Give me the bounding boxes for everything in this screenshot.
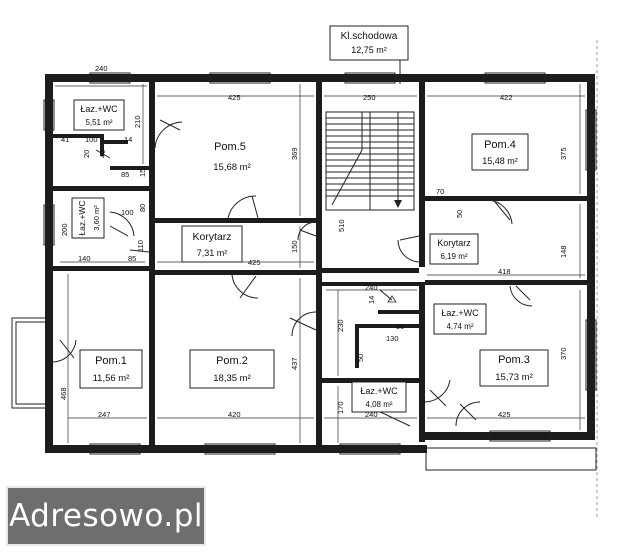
balcony-left-rail bbox=[15, 321, 49, 405]
dim-370: 370 bbox=[559, 347, 568, 360]
stair-name: Kl.schodowa bbox=[341, 31, 398, 42]
dim-247: 247 bbox=[98, 410, 111, 419]
dim-14a: 14 bbox=[124, 135, 132, 144]
room-kor2: Korytarz 6,19 m² bbox=[429, 233, 479, 265]
room-pom2-area: 18,35 m² bbox=[213, 373, 251, 384]
dim-100b: 100 bbox=[121, 208, 134, 217]
room-pom5: Pom.5 15,68 m² bbox=[213, 141, 251, 173]
room-laz4-name: Łaz.+WC bbox=[360, 386, 398, 396]
balcony-right bbox=[425, 447, 597, 471]
stair-label: Kl.schodowa 12,75 m² bbox=[329, 25, 409, 84]
room-pom2: Pom.2 18,35 m² bbox=[189, 349, 275, 389]
dim-418: 418 bbox=[498, 267, 511, 276]
room-laz3: Łaz.+WC 4,74 m² bbox=[433, 303, 487, 335]
dim-240b: 240 bbox=[365, 283, 378, 292]
room-pom1-name: Pom.1 bbox=[95, 355, 127, 367]
room-kor1-area: 7,31 m² bbox=[197, 248, 228, 258]
dim-85a: 85 bbox=[121, 170, 129, 179]
dim-85b: 85 bbox=[128, 254, 136, 263]
dim-240c: 240 bbox=[365, 410, 378, 419]
dim-70: 70 bbox=[436, 187, 444, 196]
room-laz2-area: 3,60 m² bbox=[92, 205, 101, 231]
dim-425a: 425 bbox=[228, 93, 241, 102]
doors bbox=[52, 119, 533, 427]
room-pom4-name: Pom.4 bbox=[484, 139, 516, 151]
dim-40: 40 bbox=[98, 150, 107, 158]
dim-210: 210 bbox=[133, 115, 142, 128]
room-pom1: Pom.1 11,56 m² bbox=[79, 349, 143, 389]
dim-250: 250 bbox=[363, 93, 376, 102]
room-laz1-name: Łaz.+WC bbox=[80, 104, 118, 114]
room-kor2-area: 6,19 m² bbox=[440, 252, 467, 261]
dim-230: 230 bbox=[336, 319, 345, 332]
room-laz4: Łaz.+WC 4,08 m² bbox=[351, 381, 407, 413]
dim-148: 148 bbox=[559, 245, 568, 258]
small-arrow-icon bbox=[387, 295, 397, 303]
inner-walls bbox=[53, 82, 587, 445]
dim-90: 90 bbox=[396, 322, 404, 331]
dim-140: 140 bbox=[78, 254, 91, 263]
room-laz2: Łaz.+WC 3,60 m² bbox=[71, 197, 105, 239]
room-pom3-area: 15,73 m² bbox=[495, 372, 533, 383]
room-pom4-area: 15,48 m² bbox=[482, 156, 518, 166]
dim-437: 437 bbox=[290, 357, 299, 370]
outer-walls bbox=[45, 74, 595, 453]
room-laz1-area: 5,51 m² bbox=[85, 118, 112, 127]
dim-110: 110 bbox=[136, 240, 145, 252]
room-pom1-area: 11,56 m² bbox=[93, 373, 130, 384]
room-laz2-name: Łaz.+WC bbox=[77, 200, 87, 235]
dim-130: 130 bbox=[386, 334, 399, 343]
dim-425c: 425 bbox=[498, 410, 511, 419]
dim-15: 15 bbox=[138, 169, 147, 177]
room-laz4-area: 4,08 m² bbox=[365, 400, 392, 409]
dim-420: 420 bbox=[228, 410, 241, 419]
dim-422: 422 bbox=[500, 93, 513, 102]
dimension-labels: 240 425 250 422 210 369 375 41 100 14 20… bbox=[59, 64, 568, 419]
dim-240a: 240 bbox=[95, 64, 108, 73]
room-pom5-area: 15,68 m² bbox=[213, 162, 251, 173]
dim-510: 510 bbox=[337, 219, 346, 232]
dim-170: 170 bbox=[336, 401, 345, 414]
room-laz3-area: 4,74 m² bbox=[446, 322, 473, 331]
room-laz3-name: Łaz.+WC bbox=[441, 308, 479, 318]
dim-369: 369 bbox=[290, 147, 299, 160]
staircase bbox=[325, 111, 415, 211]
dim-80: 80 bbox=[138, 204, 147, 212]
room-pom4: Pom.4 15,48 m² bbox=[471, 133, 529, 171]
dim-375: 375 bbox=[559, 147, 568, 160]
dim-150: 150 bbox=[290, 240, 299, 253]
room-kor1: Korytarz 7,31 m² bbox=[181, 225, 243, 263]
dim-468: 468 bbox=[59, 387, 68, 400]
room-pom3-name: Pom.3 bbox=[498, 354, 530, 366]
room-pom2-name: Pom.2 bbox=[216, 355, 248, 367]
dim-425b: 425 bbox=[248, 258, 261, 267]
dim-20: 20 bbox=[82, 150, 91, 158]
room-pom5-name: Pom.5 bbox=[214, 141, 246, 153]
room-kor1-name: Korytarz bbox=[192, 231, 231, 243]
dim-50a: 50 bbox=[455, 210, 464, 218]
stair-area: 12,75 m² bbox=[351, 45, 387, 55]
dim-200: 200 bbox=[60, 223, 69, 236]
watermark-logo: Adresowo.pl bbox=[6, 486, 206, 546]
windows bbox=[43, 72, 597, 455]
balcony-left bbox=[11, 317, 49, 409]
room-laz1: Łaz.+WC 5,51 m² bbox=[73, 99, 125, 131]
dim-14b: 14 bbox=[367, 296, 376, 304]
dim-41: 41 bbox=[61, 135, 69, 144]
room-kor2-name: Korytarz bbox=[437, 238, 471, 248]
room-pom3: Pom.3 15,73 m² bbox=[479, 349, 549, 387]
dim-100a: 100 bbox=[85, 135, 98, 144]
dim-50b: 50 bbox=[356, 354, 365, 362]
